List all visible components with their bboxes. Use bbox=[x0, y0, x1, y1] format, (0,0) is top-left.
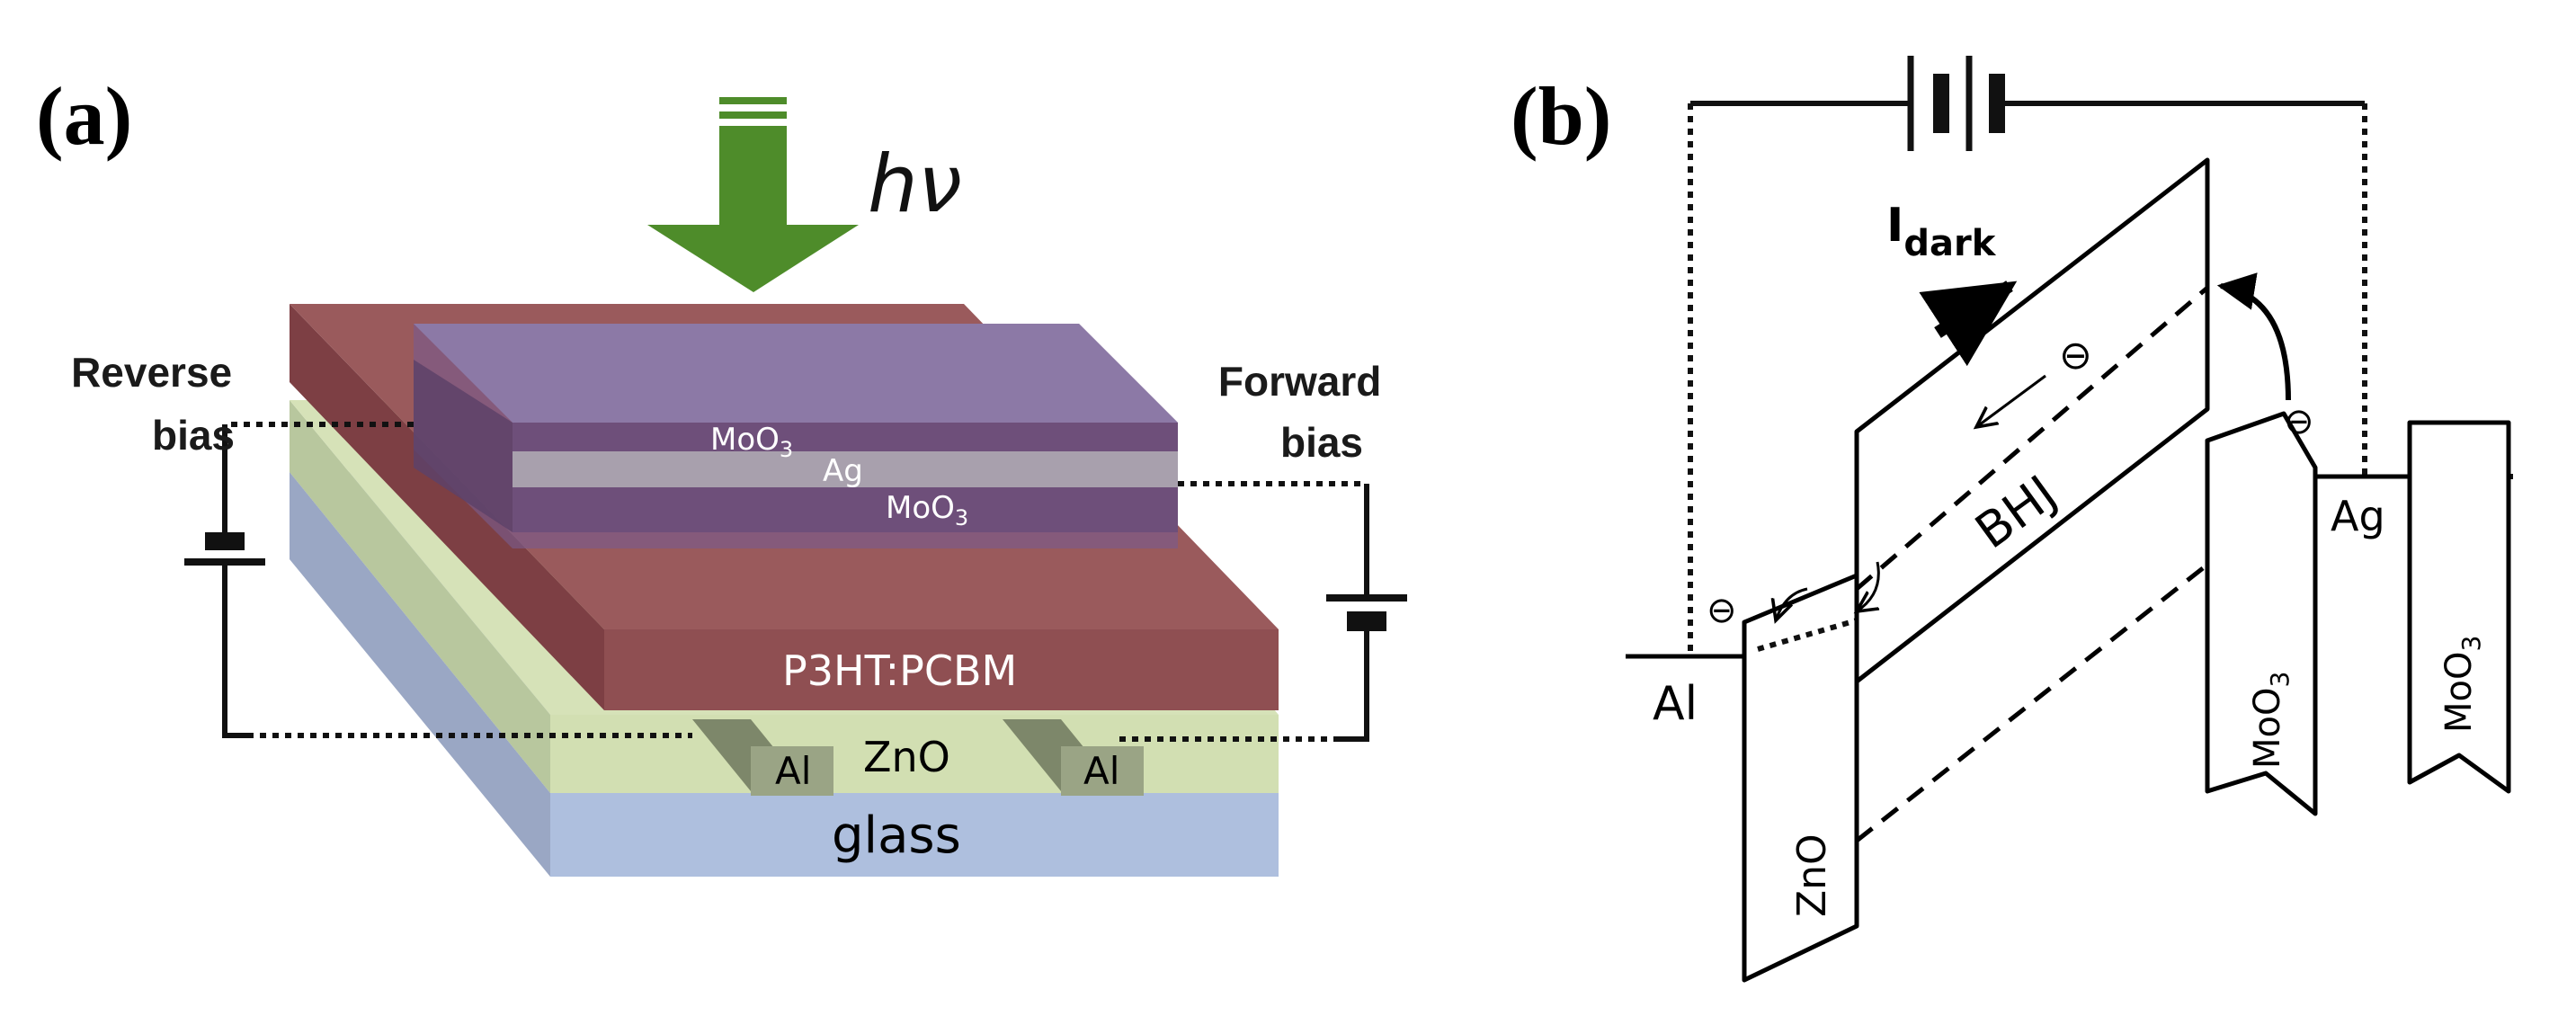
forward-bias-label: Forward bias bbox=[1218, 358, 1393, 466]
moo3-left-label: MoO3 bbox=[2247, 672, 2295, 769]
bhj-lumo-dashed bbox=[1855, 286, 2209, 591]
moo3-bottom-label: MoO3 bbox=[886, 490, 968, 530]
zno-dotted-edge bbox=[1757, 618, 1858, 652]
electron-zno: ⊖ bbox=[1707, 590, 1737, 631]
glass-label: glass bbox=[832, 807, 961, 865]
electron-bhj: ⊖ bbox=[2059, 333, 2092, 379]
hole-transfer-arrow bbox=[2216, 272, 2291, 401]
moo3-top-label: MoO3 bbox=[710, 422, 793, 462]
electron-injection-arrow bbox=[1857, 561, 1880, 611]
zno-label: ZnO bbox=[863, 733, 950, 781]
battery-circuit bbox=[1688, 56, 2367, 652]
moo3-left-band bbox=[2205, 411, 2318, 816]
panel-a-label: (a) bbox=[36, 70, 132, 162]
top-electrode-stack bbox=[414, 324, 1178, 548]
reverse-bias-circuit bbox=[184, 422, 692, 738]
active-layer-label: P3HT:PCBM bbox=[782, 646, 1017, 695]
bhj-homo-dashed bbox=[1855, 563, 2209, 842]
light-arrow bbox=[647, 97, 859, 292]
electron-transfer-arrow bbox=[1776, 587, 1808, 620]
al-contact-left bbox=[692, 719, 833, 796]
al-right-label: Al bbox=[1083, 749, 1119, 793]
reverse-bias-label: Reverse bias bbox=[71, 349, 244, 459]
ag-label: Ag bbox=[823, 453, 863, 489]
light-label: hν bbox=[868, 138, 962, 230]
panel-a: (a) hν bbox=[36, 70, 1407, 877]
zno-band bbox=[1742, 573, 1859, 983]
zno-band-label: ZnO bbox=[1789, 833, 1835, 917]
dark-current-arrow bbox=[1919, 281, 2018, 367]
forward-bias-circuit bbox=[1119, 481, 1407, 742]
al-label: Al bbox=[1653, 677, 1698, 731]
dark-current-label: Idark bbox=[1886, 199, 1997, 264]
al-contact-right bbox=[1003, 719, 1144, 796]
panel-b-label: (b) bbox=[1511, 70, 1611, 162]
electron-moo3: ⊖ bbox=[2284, 401, 2314, 442]
al-left-label: Al bbox=[775, 749, 811, 793]
electron-drift-arrow bbox=[1976, 374, 2046, 427]
moo3-right-label: MoO3 bbox=[2438, 636, 2486, 733]
panel-b: (b) Al ZnO BHJ Idark ⊖ bbox=[1511, 56, 2518, 983]
moo3-right-band bbox=[2407, 420, 2511, 794]
ag-label: Ag bbox=[2331, 492, 2385, 540]
